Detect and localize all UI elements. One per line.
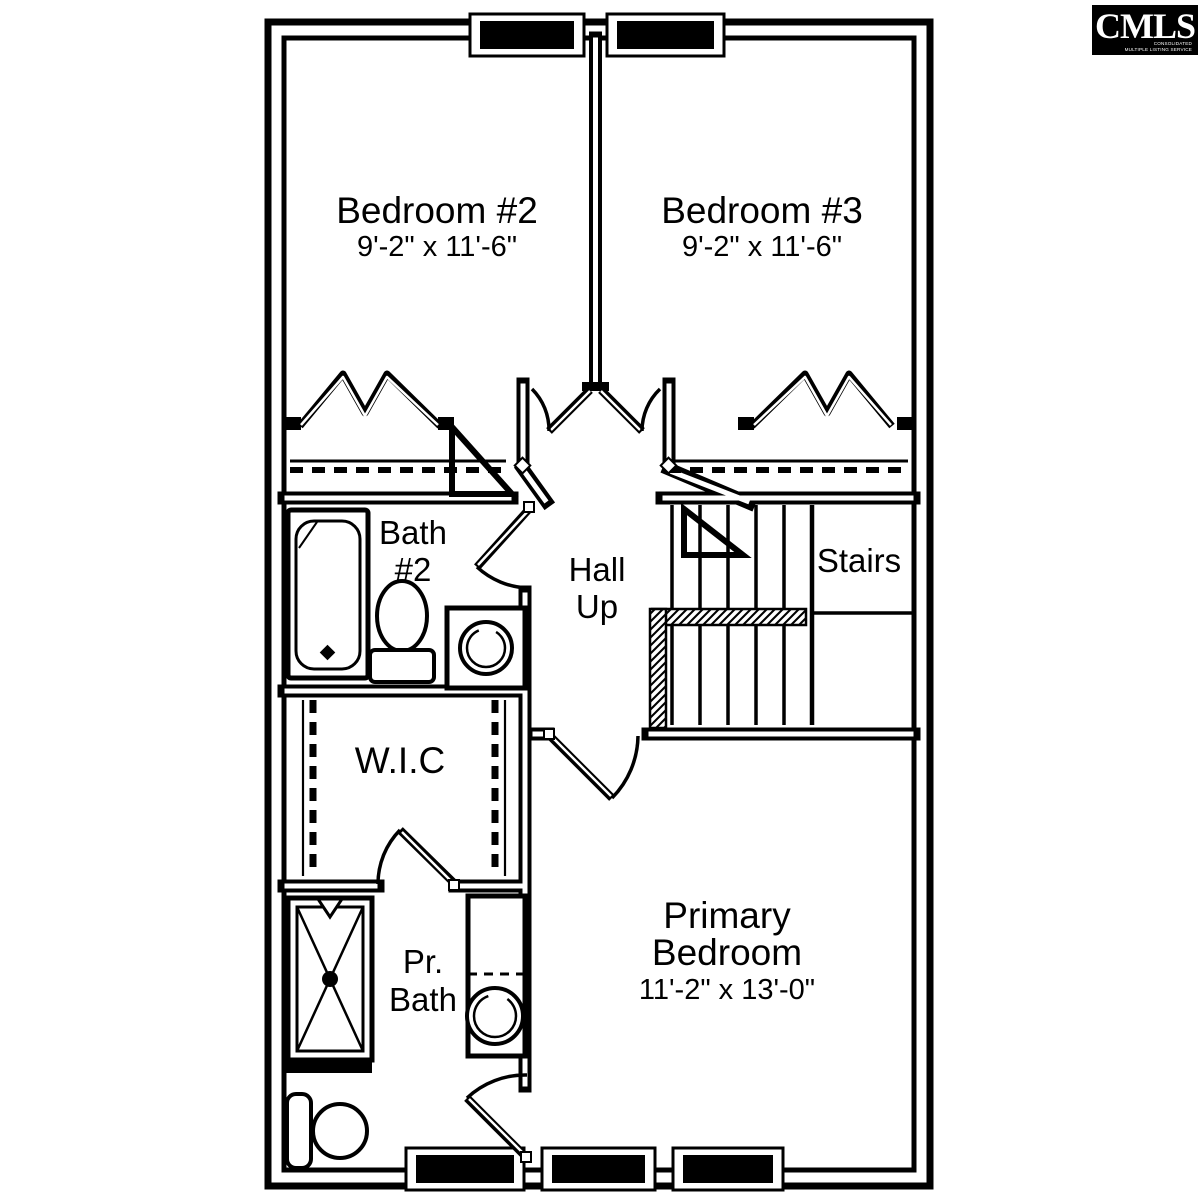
stairs-label: Stairs — [817, 542, 901, 579]
window-bottom-3 — [671, 1146, 785, 1192]
window-bottom-2 — [540, 1146, 657, 1192]
cmls-logo: CMLS CONSOLIDATED MULTIPLE LISTING SERVI… — [1092, 5, 1198, 55]
door-hinge-break — [448, 456, 678, 1163]
sink-vanity — [465, 893, 528, 1059]
closet-jamb — [284, 417, 301, 430]
door-swing-arc — [475, 565, 529, 590]
stairs-treads — [670, 505, 786, 725]
wall-end-cap — [582, 382, 609, 391]
bathtub — [285, 507, 371, 681]
closet-jamb — [738, 417, 754, 430]
window-top-right — [605, 12, 726, 58]
bedroom2-label: Bedroom #2 — [336, 190, 538, 231]
cmls-logo-text: CMLS — [1095, 6, 1195, 46]
cmls-logo-tagline2: MULTIPLE LISTING SERVICE — [1125, 47, 1192, 52]
doors — [376, 387, 678, 1163]
door-swing-arc — [465, 1073, 528, 1100]
stairs-railing-hatch — [650, 607, 808, 627]
angled-wall-corner — [681, 502, 752, 558]
wic-label: W.I.C — [355, 740, 445, 781]
hall-label-line1: Hall — [569, 551, 626, 588]
window-bottom-1 — [404, 1146, 526, 1192]
bedroom3-label: Bedroom #3 — [661, 190, 863, 231]
closet-rod-dashed — [309, 700, 499, 876]
bedroom3-dims: 9'-2" x 11'-6" — [682, 231, 842, 263]
wic-shelf-rods — [301, 700, 507, 876]
primary-label-line1: Primary — [663, 895, 791, 936]
prbath-label-line1: Pr. — [403, 943, 443, 980]
door-swing-arc — [610, 735, 640, 800]
bath2-label-line1: Bath — [379, 514, 447, 551]
closet-bifold-doors — [290, 370, 908, 473]
bath2-fixtures — [285, 507, 528, 691]
shower-drain — [322, 971, 338, 987]
stairs-railing-hatch — [648, 607, 668, 730]
door-swing-arc — [640, 387, 662, 432]
bath2-label-line2: #2 — [395, 551, 432, 588]
toilet — [368, 579, 436, 684]
stairs-area — [648, 505, 912, 730]
door-swing-arc — [376, 828, 402, 885]
hall-label-line2: Up — [576, 588, 618, 625]
shower — [285, 895, 375, 1063]
closet-jamb — [897, 417, 914, 430]
primary-label-line2: Bedroom — [652, 932, 802, 973]
bedroom2-dims: 9'-2" x 11'-6" — [357, 231, 517, 263]
prbath-label-line2: Bath — [389, 981, 457, 1018]
toilet — [285, 1092, 369, 1170]
window-top-left — [468, 12, 586, 58]
primary-dims: 11'-2" x 13'-0" — [639, 974, 815, 1006]
sink-vanity — [444, 605, 528, 691]
door-swing-arc — [530, 387, 551, 432]
prbath-fixtures — [285, 893, 528, 1170]
shower-head-icon — [315, 897, 345, 920]
cmls-logo-tagline1: CONSOLIDATED — [1154, 41, 1193, 46]
